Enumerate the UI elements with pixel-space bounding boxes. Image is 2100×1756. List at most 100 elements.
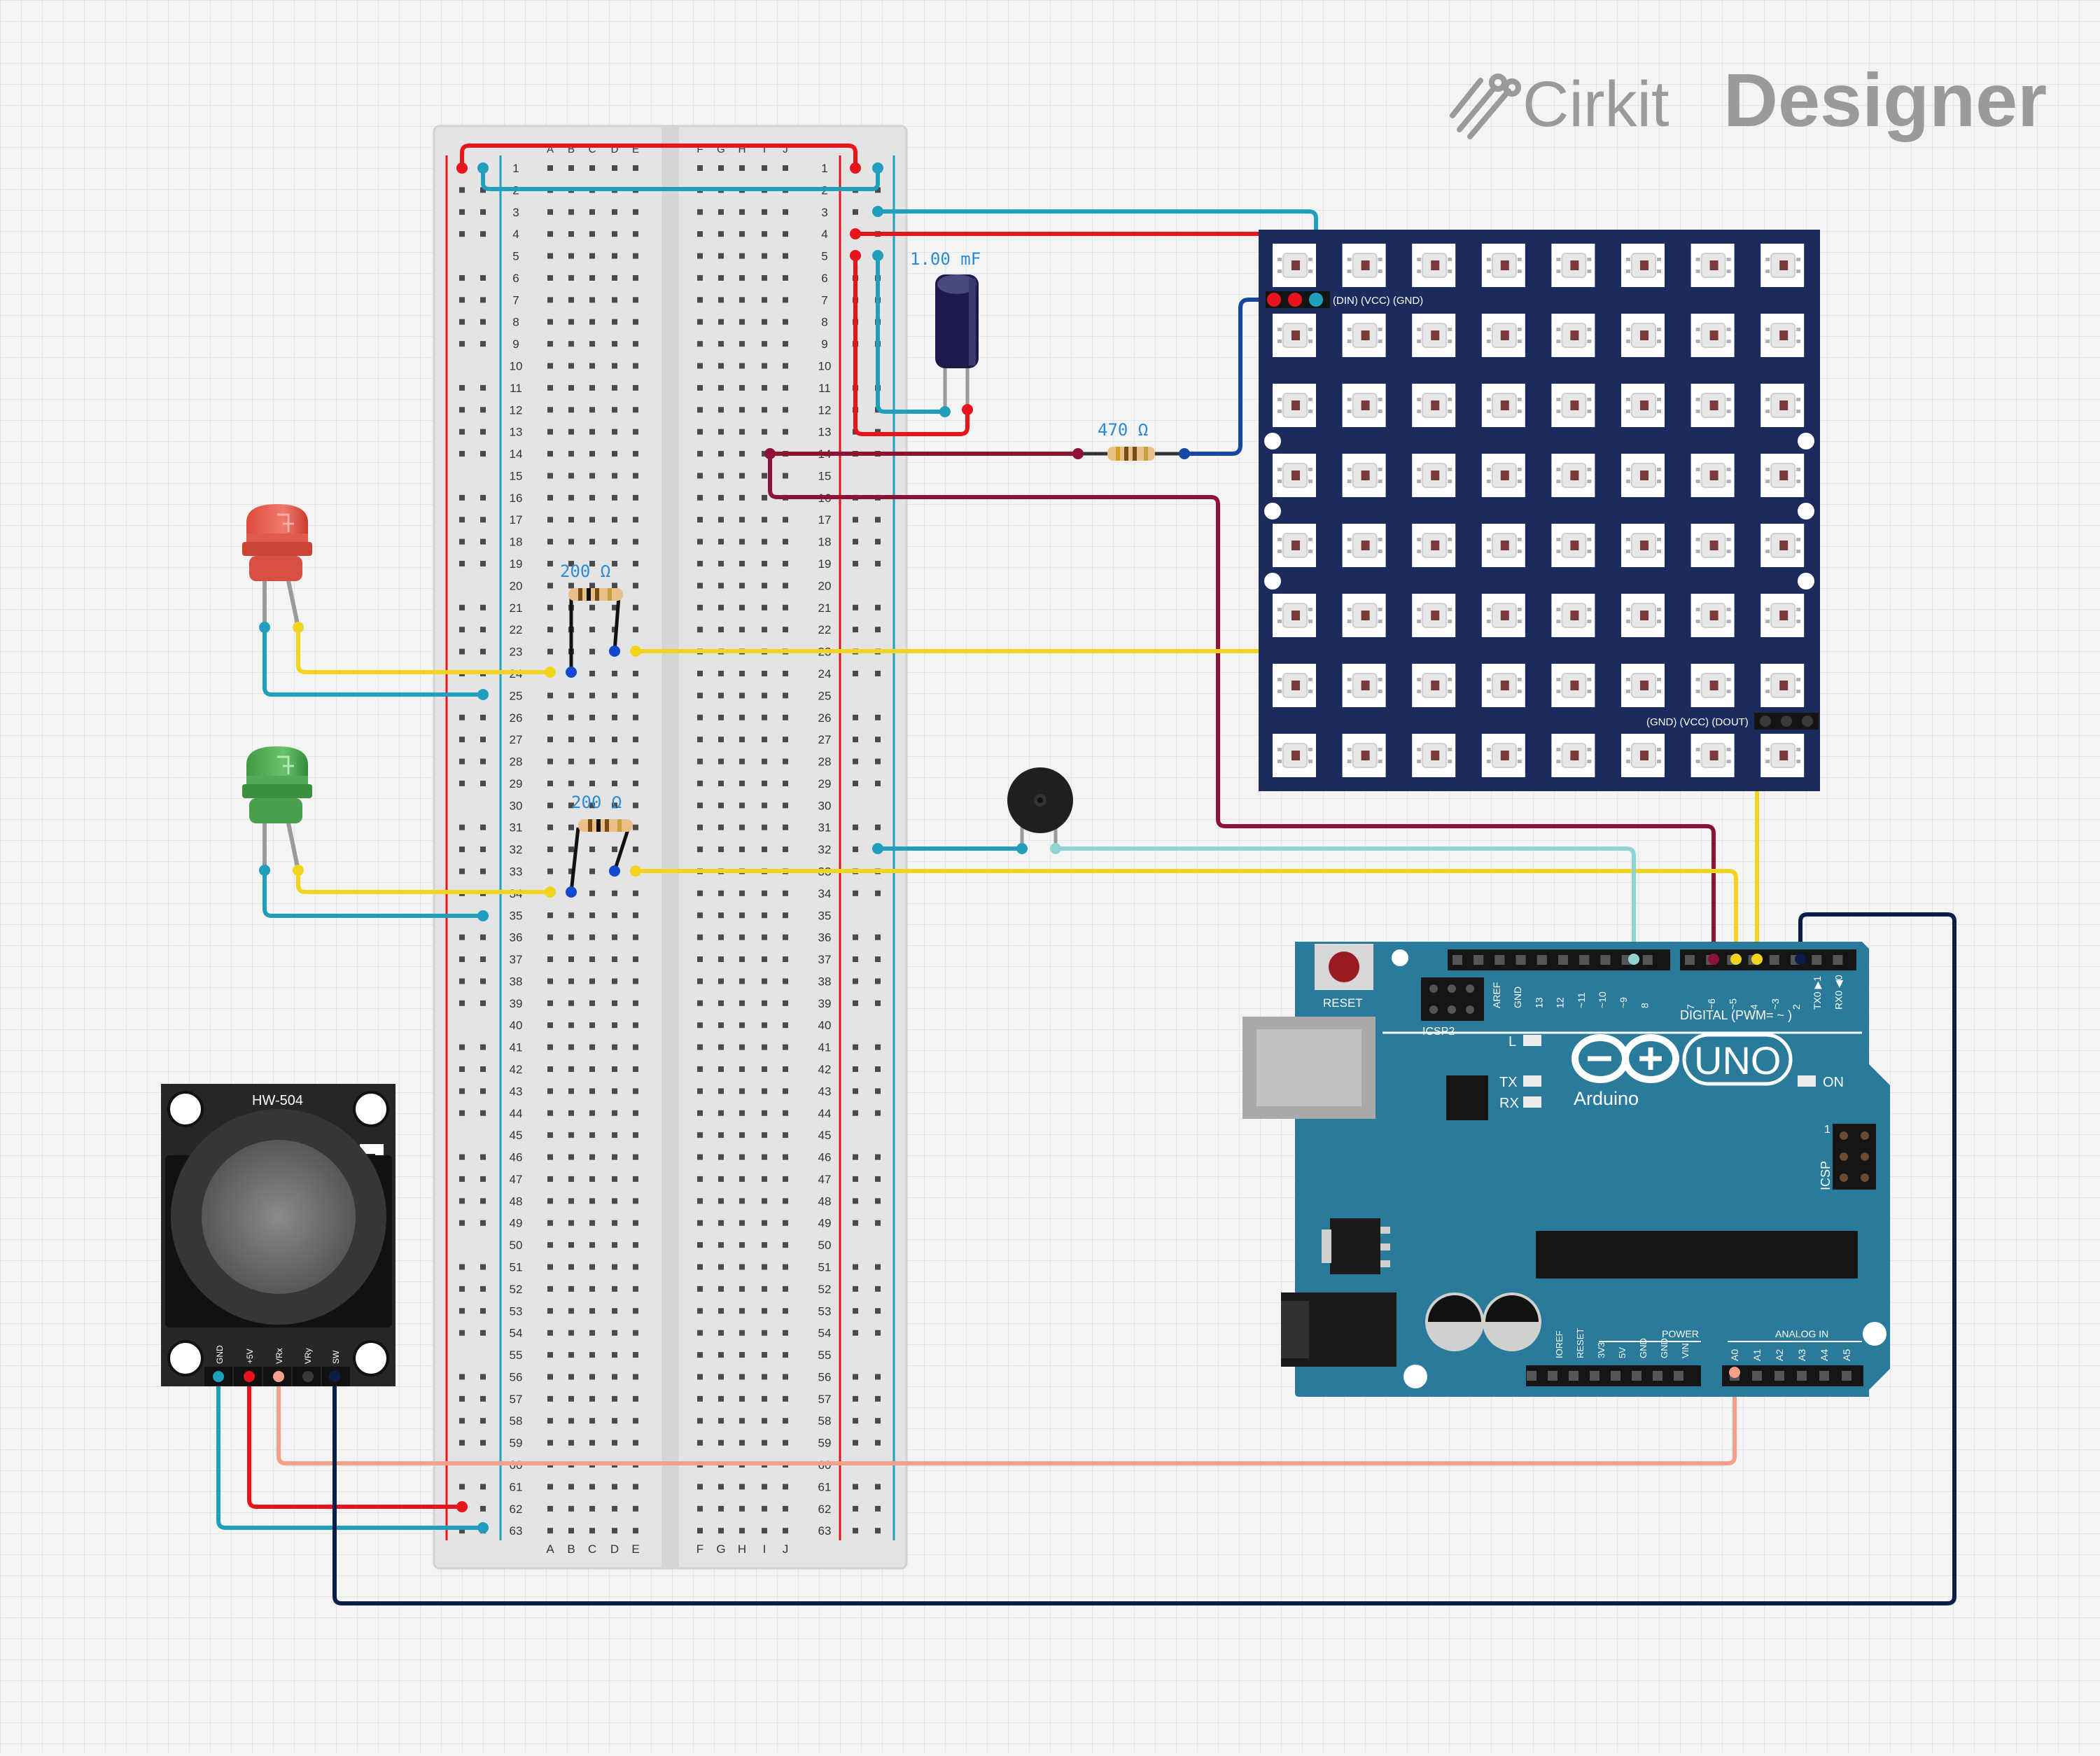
breadboard-hole[interactable] <box>547 1264 553 1270</box>
breadboard-hole[interactable] <box>589 209 595 215</box>
breadboard-hole[interactable] <box>568 1484 574 1490</box>
breadboard-hole[interactable] <box>589 1154 595 1160</box>
breadboard-hole[interactable] <box>547 165 553 171</box>
breadboard-hole[interactable] <box>762 297 767 303</box>
breadboard-hole[interactable] <box>739 1088 745 1094</box>
breadboard-hole[interactable] <box>633 912 638 919</box>
rail-hole[interactable] <box>875 1110 881 1116</box>
breadboard-hole[interactable] <box>612 341 617 347</box>
breadboard-hole[interactable] <box>783 1505 788 1512</box>
breadboard-hole[interactable] <box>612 978 617 984</box>
breadboard-hole[interactable] <box>718 384 724 391</box>
breadboard-hole[interactable] <box>783 341 788 347</box>
breadboard-hole[interactable] <box>762 978 767 984</box>
rail-hole[interactable] <box>480 1440 486 1446</box>
breadboard-hole[interactable] <box>612 274 617 281</box>
rail-hole[interactable] <box>459 868 465 874</box>
breadboard-hole[interactable] <box>612 780 617 786</box>
breadboard-hole[interactable] <box>589 363 595 369</box>
rail-hole[interactable] <box>853 1395 858 1402</box>
breadboard-hole[interactable] <box>589 1198 595 1204</box>
breadboard-hole[interactable] <box>568 1418 574 1424</box>
breadboard-hole[interactable] <box>762 737 767 743</box>
rail-hole[interactable] <box>875 737 881 743</box>
breadboard-hole[interactable] <box>697 1022 703 1029</box>
breadboard-hole[interactable] <box>568 231 574 237</box>
breadboard-hole[interactable] <box>783 627 788 633</box>
rail-hole[interactable] <box>853 1198 858 1204</box>
breadboard-hole[interactable] <box>568 758 574 765</box>
breadboard-hole[interactable] <box>697 407 703 413</box>
breadboard-hole[interactable] <box>783 934 788 940</box>
breadboard-hole[interactable] <box>783 297 788 303</box>
rail-hole[interactable] <box>480 737 486 743</box>
rail-hole[interactable] <box>853 1484 858 1490</box>
rail-hole[interactable] <box>459 1528 465 1534</box>
breadboard-hole[interactable] <box>568 1505 574 1512</box>
breadboard-hole[interactable] <box>633 1110 638 1116</box>
breadboard-hole[interactable] <box>783 231 788 237</box>
breadboard-hole[interactable] <box>718 934 724 940</box>
breadboard-hole[interactable] <box>783 604 788 611</box>
breadboard-hole[interactable] <box>612 1154 617 1160</box>
breadboard-hole[interactable] <box>783 1484 788 1490</box>
breadboard-hole[interactable] <box>739 1264 745 1270</box>
breadboard-hole[interactable] <box>547 737 553 743</box>
rail-hole[interactable] <box>853 670 858 676</box>
breadboard-hole[interactable] <box>697 627 703 633</box>
breadboard-hole[interactable] <box>762 319 767 325</box>
rail-hole[interactable] <box>480 1088 486 1094</box>
breadboard-hole[interactable] <box>783 1330 788 1336</box>
rail-hole[interactable] <box>875 1198 881 1204</box>
breadboard-hole[interactable] <box>633 714 638 720</box>
breadboard-hole[interactable] <box>783 428 788 435</box>
breadboard-hole[interactable] <box>739 1352 745 1358</box>
rail-hole[interactable] <box>480 714 486 720</box>
breadboard-hole[interactable] <box>612 1528 617 1534</box>
breadboard-hole[interactable] <box>697 538 703 545</box>
breadboard-hole[interactable] <box>739 912 745 919</box>
breadboard-hole[interactable] <box>739 1395 745 1402</box>
breadboard-hole[interactable] <box>589 253 595 259</box>
breadboard-hole[interactable] <box>612 583 617 589</box>
breadboard-hole[interactable] <box>783 583 788 589</box>
breadboard-hole[interactable] <box>589 1308 595 1314</box>
breadboard-hole[interactable] <box>783 1000 788 1006</box>
breadboard-hole[interactable] <box>547 1088 553 1094</box>
breadboard-hole[interactable] <box>783 1308 788 1314</box>
breadboard-hole[interactable] <box>739 846 745 853</box>
breadboard-hole[interactable] <box>589 956 595 963</box>
rail-hole[interactable] <box>480 187 486 193</box>
breadboard-hole[interactable] <box>697 384 703 391</box>
breadboard-hole[interactable] <box>739 1330 745 1336</box>
breadboard-hole[interactable] <box>739 384 745 391</box>
breadboard-hole[interactable] <box>568 428 574 435</box>
breadboard-hole[interactable] <box>762 1505 767 1512</box>
rail-hole[interactable] <box>853 890 858 896</box>
breadboard-hole[interactable] <box>589 538 595 545</box>
breadboard-hole[interactable] <box>568 846 574 853</box>
breadboard-hole[interactable] <box>633 384 638 391</box>
breadboard-hole[interactable] <box>783 1242 788 1248</box>
breadboard-hole[interactable] <box>697 846 703 853</box>
breadboard-hole[interactable] <box>547 1395 553 1402</box>
breadboard-hole[interactable] <box>589 297 595 303</box>
rail-hole[interactable] <box>875 1505 881 1512</box>
breadboard-hole[interactable] <box>633 561 638 567</box>
breadboard-hole[interactable] <box>568 1330 574 1336</box>
breadboard-hole[interactable] <box>718 1484 724 1490</box>
breadboard-hole[interactable] <box>718 670 724 676</box>
breadboard-hole[interactable] <box>739 1022 745 1029</box>
breadboard-hole[interactable] <box>633 1132 638 1138</box>
breadboard-hole[interactable] <box>718 494 724 501</box>
breadboard-hole[interactable] <box>547 1352 553 1358</box>
rail-hole[interactable] <box>853 1440 858 1446</box>
breadboard-hole[interactable] <box>547 428 553 435</box>
breadboard-hole[interactable] <box>783 1154 788 1160</box>
breadboard-hole[interactable] <box>547 1176 553 1182</box>
breadboard-hole[interactable] <box>718 1088 724 1094</box>
breadboard-hole[interactable] <box>762 1374 767 1380</box>
breadboard-hole[interactable] <box>718 1528 724 1534</box>
rail-hole[interactable] <box>459 758 465 765</box>
rail-hole[interactable] <box>480 978 486 984</box>
